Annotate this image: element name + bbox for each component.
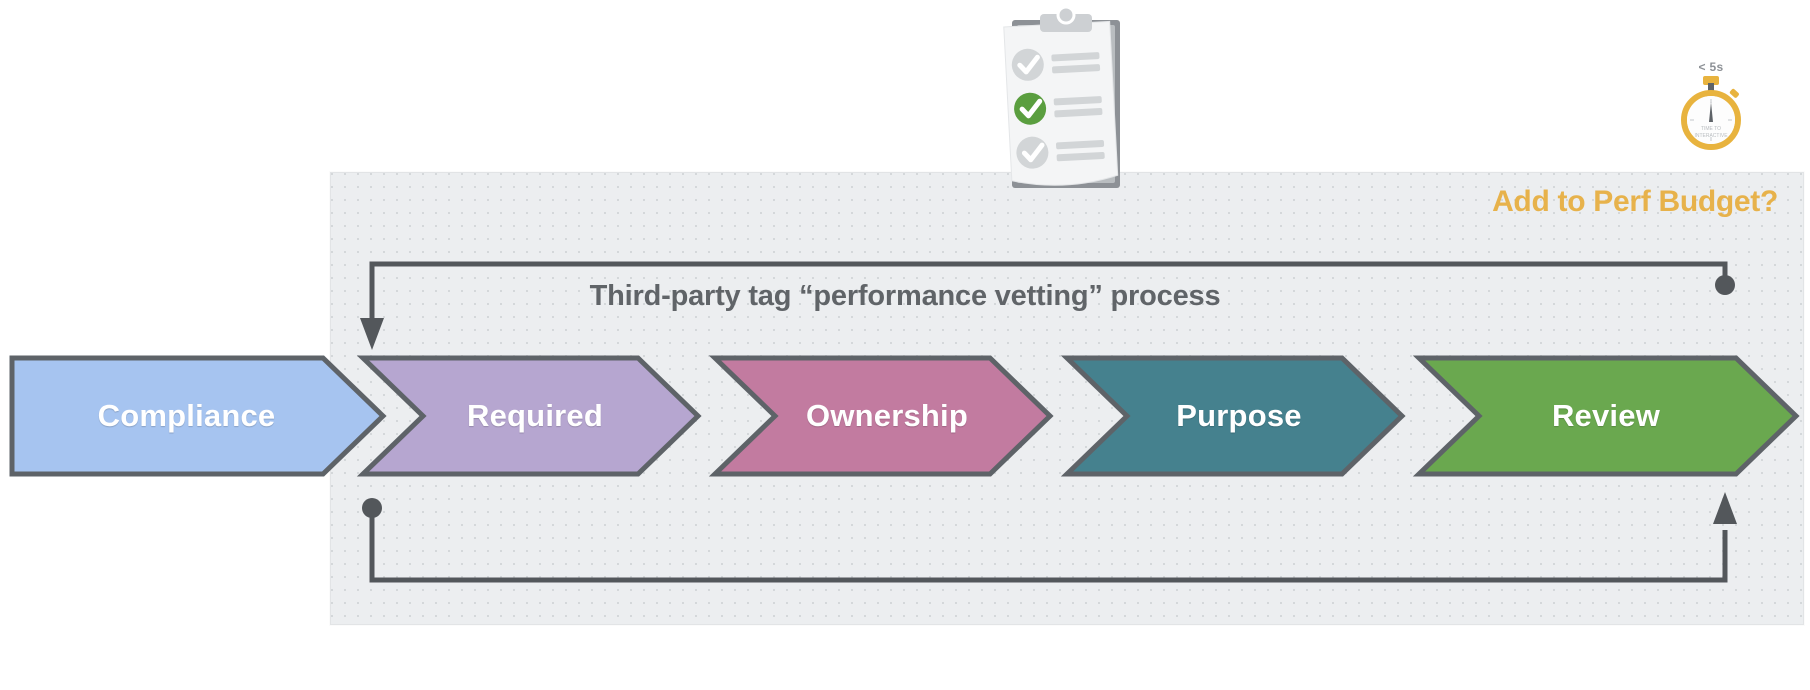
- stage-compliance-shape: [9, 355, 387, 477]
- stage-compliance[interactable]: Compliance: [9, 355, 387, 477]
- process-title: Third-party tag “performance vetting” pr…: [589, 280, 1221, 312]
- stopwatch-face-line2: INTERACTIVE: [1694, 133, 1728, 139]
- stopwatch-face-line1: TIME TO: [1701, 126, 1721, 132]
- add-to-perf-budget-label: Add to Perf Budget?: [1492, 185, 1778, 218]
- stage-compliance-label: Compliance: [97, 398, 276, 433]
- stage-review-shape: [1412, 355, 1800, 477]
- stage-required-shape: [356, 355, 702, 477]
- time-to-interactive-stopwatch: < 5s TIME TO INTERACTIVE: [1668, 60, 1754, 152]
- checklist-clipboard-icon: [1003, 6, 1120, 188]
- stage-required[interactable]: Required: [356, 355, 702, 477]
- stopwatch-threshold-label: < 5s: [1698, 60, 1724, 74]
- stage-review[interactable]: Review: [1412, 355, 1800, 477]
- stage-purpose[interactable]: Purpose: [1060, 355, 1406, 477]
- stage-ownership[interactable]: Ownership: [708, 355, 1054, 477]
- stage-required-label: Required: [467, 398, 603, 433]
- stage-purpose-shape: [1060, 355, 1406, 477]
- stage-purpose-label: Purpose: [1176, 398, 1302, 433]
- stage-ownership-label: Ownership: [806, 398, 968, 433]
- stopwatch-icon: TIME TO INTERACTIVE: [1681, 76, 1741, 150]
- stage-review-label: Review: [1551, 398, 1661, 433]
- stage-ownership-shape: [708, 355, 1054, 477]
- process-stage-row: Compliance Required Ownership Purpose Re…: [0, 355, 1810, 477]
